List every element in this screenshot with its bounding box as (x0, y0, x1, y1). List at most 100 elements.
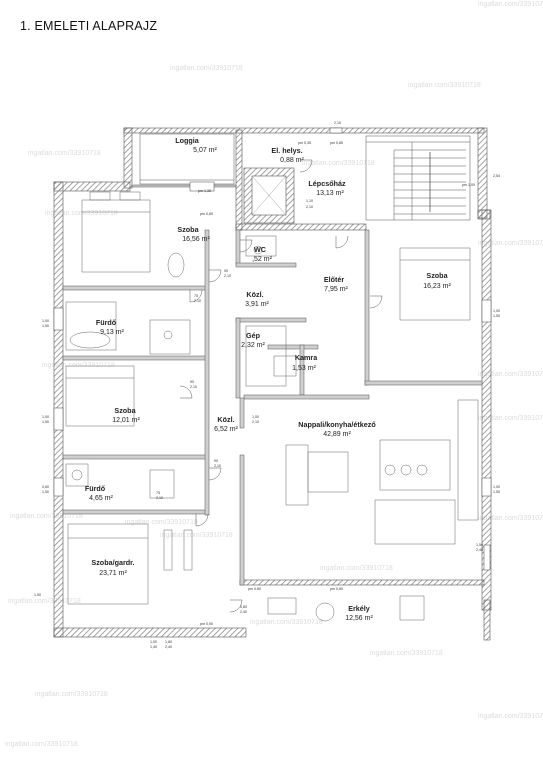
dimension-label: 2,10 (306, 205, 313, 209)
watermark-layer: ingatlan.com/33910718 ingatlan.com/33910… (5, 1, 543, 748)
room-name-kozl-2: Közl. (217, 415, 234, 424)
watermark: ingatlan.com/33910718 (35, 691, 108, 698)
watermark: ingatlan.com/33910718 (478, 713, 543, 720)
dimension-label: 1,50 (34, 593, 41, 597)
dimension-label: pm 0,80 (200, 212, 213, 216)
furniture (65, 191, 479, 622)
watermark: ingatlan.com/33910718 (478, 1, 543, 8)
dimension-label: 0,60 (42, 485, 49, 489)
dimension-label: 2,54 (493, 174, 500, 178)
dimension-label: 1,40 (150, 645, 157, 649)
dimension-label: 2,10 (156, 496, 163, 500)
watermark: ingatlan.com/33910718 (45, 210, 118, 217)
room-name-szoba-nw: Szoba (177, 225, 199, 234)
room-name-erkely: Erkély (348, 604, 370, 613)
room-area-furdo-1: 9,13 m² (100, 329, 124, 336)
watermark: ingatlan.com/33910718 (10, 513, 83, 520)
room-area-kamra: 1,53 m² (292, 365, 316, 372)
interior-walls (62, 184, 483, 586)
dimension-label: 1,50 (42, 490, 49, 494)
room-name-eloter: Előtér (324, 275, 345, 284)
dimension-label: 2,10 (252, 420, 259, 424)
dimension-label: 1,50 (493, 490, 500, 494)
dimension-labels: 2,10 pm 0,35 pm 0,85 pm 1,36 1,10 2,10 p… (34, 121, 500, 649)
room-name-kamra: Kamra (295, 353, 318, 362)
room-name-szoba-w: Szoba (114, 406, 136, 415)
watermark: ingatlan.com/33910718 (5, 741, 78, 748)
dimension-label: pm 0,90 (200, 622, 213, 626)
watermark: ingatlan.com/33910718 (478, 240, 543, 247)
room-labels: Loggia 5,07 m² El. helys. 0,88 m² Lépcső… (85, 136, 452, 622)
room-name-elhelys: El. helys. (271, 146, 302, 155)
dimension-label: pm 1,36 (198, 189, 211, 193)
room-area-nappali: 42,89 m² (323, 431, 351, 438)
watermark: ingatlan.com/33910718 (28, 150, 101, 157)
dimension-label: 75 (156, 491, 160, 495)
dimension-label: 90 (224, 269, 228, 273)
watermark: ingatlan.com/33910718 (408, 82, 481, 89)
watermark: ingatlan.com/33910718 (370, 650, 443, 657)
room-name-gep: Gép (246, 331, 261, 340)
room-name-loggia: Loggia (175, 136, 200, 145)
room-area-erkely: 12,56 m² (345, 615, 373, 622)
dimension-label: 1,50 (42, 420, 49, 424)
room-area-szoba-gardr: 23,71 m² (99, 570, 127, 577)
dimension-label: 0,80 (240, 605, 247, 609)
dimension-label: 1,50 (476, 543, 483, 547)
watermark: ingatlan.com/33910718 (302, 160, 375, 167)
dimension-label: pm 1,00 (462, 183, 475, 187)
room-name-wc: WC (254, 245, 266, 254)
room-area-loggia: 5,07 m² (193, 147, 217, 154)
dimension-label: 1,00 (42, 415, 49, 419)
watermark: ingatlan.com/33910718 (250, 619, 323, 626)
dimension-label: 2,10 (334, 121, 341, 125)
dimension-label: 2,10 (194, 299, 201, 303)
dimension-label: pm 0,80 (248, 587, 261, 591)
room-name-szoba-ne: Szoba (426, 271, 448, 280)
dimension-label: pm 0,35 (298, 141, 311, 145)
watermark: ingatlan.com/33910718 (125, 519, 198, 526)
dimension-label: 2,40 (240, 610, 247, 614)
room-name-kozl-1: Közl. (246, 290, 263, 299)
watermark: ingatlan.com/33910718 (478, 415, 543, 422)
dimension-label: 2,40 (165, 645, 172, 649)
dimension-label: 1,80 (165, 640, 172, 644)
room-area-kozl-2: 6,52 m² (214, 426, 238, 433)
elevator-shaft (243, 167, 295, 224)
room-name-nappali: Nappali/konyha/étkező (298, 420, 376, 429)
room-area-szoba-nw: 16,56 m² (182, 236, 210, 243)
room-area-lepcsohaz: 13,13 m² (316, 190, 344, 197)
dimension-label: 1,00 (493, 309, 500, 313)
watermark: ingatlan.com/33910718 (42, 362, 115, 369)
dimension-label: 1,10 (306, 199, 313, 203)
room-name-lepcsohaz: Lépcsőház (308, 179, 346, 188)
room-area-furdo-2: 4,65 m² (89, 495, 113, 502)
watermark: ingatlan.com/33910718 (170, 65, 243, 72)
dimension-label: 90 (214, 459, 218, 463)
dimension-label: 1,50 (493, 314, 500, 318)
watermark: ingatlan.com/33910718 (478, 515, 543, 522)
room-area-wc: ,52 m² (252, 256, 273, 263)
room-area-eloter: 7,95 m² (324, 286, 348, 293)
loggia-outline (139, 133, 235, 185)
dimension-label: 2,10 (224, 274, 231, 278)
room-area-szoba-ne: 16,23 m² (423, 283, 451, 290)
room-area-elhelys: 0,88 m² (280, 157, 304, 164)
room-name-furdo-1: Fürdő (96, 318, 117, 327)
watermark: ingatlan.com/33910718 (478, 371, 543, 378)
dimension-label: 2,10 (190, 385, 197, 389)
watermark: ingatlan.com/33910718 (8, 598, 81, 605)
dimension-label: 1,00 (252, 415, 259, 419)
dimension-label: 75 (194, 294, 198, 298)
dimension-label: 1,00 (42, 319, 49, 323)
windows (53, 127, 492, 571)
staircase (365, 135, 471, 221)
door-swings (179, 159, 383, 613)
dimension-label: 2,10 (214, 464, 221, 468)
watermark: ingatlan.com/33910718 (160, 532, 233, 539)
dimension-label: pm 0,85 (330, 141, 343, 145)
dimension-label: 2,40 (476, 548, 483, 552)
room-area-gep: 2,32 m² (241, 342, 265, 349)
dimension-label: 1,00 (493, 485, 500, 489)
